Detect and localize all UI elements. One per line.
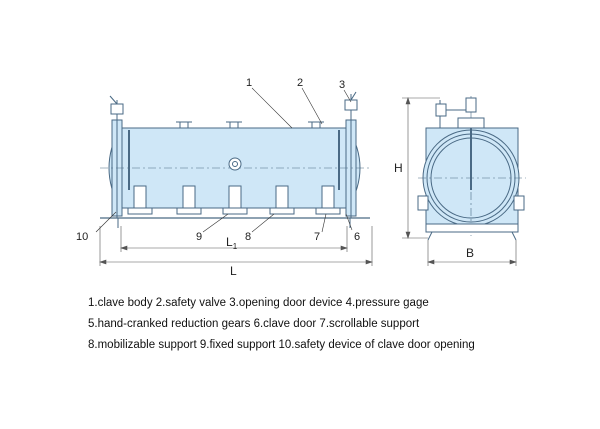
leader-3 <box>343 89 352 103</box>
b-arrow-left <box>427 259 435 265</box>
top-nozzle-3 <box>311 121 321 129</box>
dim-l1-main: L <box>226 235 233 249</box>
callout-9: 9 <box>196 231 202 243</box>
safety-valve <box>229 121 239 129</box>
dim-h: H <box>394 161 403 175</box>
top-nozzle-1 <box>179 121 189 129</box>
callout-8: 8 <box>245 231 251 243</box>
dimension-lines-side <box>99 226 373 266</box>
callout-2: 2 <box>297 77 303 89</box>
h-arrow-top <box>405 97 411 105</box>
support-1 <box>127 185 153 215</box>
leader-8 <box>251 213 275 233</box>
end-view-clamp-left <box>417 195 429 211</box>
leader-7 <box>321 213 327 233</box>
h-arrow-bottom <box>405 231 411 239</box>
end-view-lift-gear <box>465 97 477 113</box>
l1-arrow-right <box>340 245 348 251</box>
legend-line-2: 5.hand-cranked reduction gears 6.clave d… <box>88 318 420 330</box>
autoclave-drawing: 1 2 3 6 7 8 9 10 L1 L <box>76 77 526 278</box>
scrollable-support <box>315 185 341 215</box>
dim-b: B <box>466 246 474 260</box>
callout-10: 10 <box>76 231 88 243</box>
l1-arrow-left <box>120 245 128 251</box>
l-arrow-left <box>99 259 107 265</box>
pressure-gage-dial <box>232 161 238 167</box>
end-view <box>417 96 526 241</box>
leader-2 <box>301 87 323 125</box>
end-view-leg-left <box>427 231 433 241</box>
left-door-device-head <box>110 103 124 115</box>
leader-9 <box>202 213 229 233</box>
left-door-device-arm <box>109 95 118 105</box>
fixed-support <box>222 185 248 215</box>
callout-3: 3 <box>339 79 345 91</box>
side-view <box>100 91 372 228</box>
dimension-lines-end <box>402 97 517 266</box>
end-view-lift-head <box>435 103 447 117</box>
end-view-lift-bracket <box>457 117 485 129</box>
l-arrow-right <box>365 259 373 265</box>
dim-l1: L1 <box>226 235 238 251</box>
b-arrow-right <box>509 259 517 265</box>
support-2 <box>176 185 202 215</box>
callout-1: 1 <box>246 77 252 89</box>
dim-l: L <box>230 264 237 278</box>
callout-leaders <box>95 87 353 233</box>
legend-line-1: 1.clave body 2.safety valve 3.opening do… <box>88 297 429 309</box>
legend-line-3: 8.mobilizable support 9.fixed support 10… <box>88 339 475 351</box>
end-view-clamp-right <box>513 195 525 211</box>
mobilizable-support <box>269 185 295 215</box>
end-view-base <box>425 223 519 233</box>
leader-1 <box>251 87 293 129</box>
callout-7: 7 <box>314 231 320 243</box>
right-door-device-arm <box>350 91 357 101</box>
leader-6 <box>345 213 353 231</box>
callout-6: 6 <box>354 231 360 243</box>
pressure-gage <box>228 157 242 171</box>
leader-10 <box>95 211 117 233</box>
dim-l1-sub: 1 <box>233 242 238 251</box>
end-view-leg-right <box>511 231 517 241</box>
